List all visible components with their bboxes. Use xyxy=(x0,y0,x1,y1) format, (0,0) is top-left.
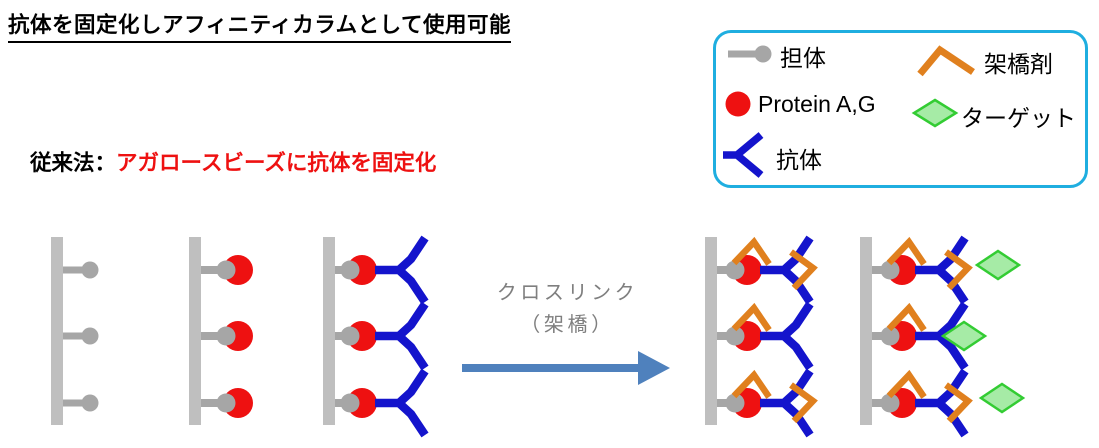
page-title: 抗体を固定化しアフィニティカラムとして使用可能 xyxy=(8,8,511,43)
stage-crosslinked xyxy=(705,235,818,438)
target-diamond xyxy=(974,249,1022,281)
legend: 担体 Protein A,G 抗体 架橋剤 ターゲット xyxy=(713,30,1088,188)
stage-target-binding xyxy=(860,235,1026,438)
legend-item-crosslinker: 架橋剤 xyxy=(984,51,1053,77)
method-subtitle-emphasis: アガロースビーズに抗体を固定化 xyxy=(116,151,437,175)
legend-item-target: ターゲット xyxy=(961,105,1076,131)
crosslink-arrow-label-line1: クロスリンク xyxy=(496,282,639,304)
bead-unit xyxy=(201,388,253,418)
antibody-icon xyxy=(723,132,764,178)
bead-unit xyxy=(335,235,429,305)
method-subtitle-label: 従来法： xyxy=(30,151,117,175)
bead-unit xyxy=(201,255,253,285)
stage-antibody-bound xyxy=(323,235,429,438)
target-diamond xyxy=(940,320,988,352)
bead-unit xyxy=(335,301,429,371)
bead-unit xyxy=(717,235,818,305)
bead-unit xyxy=(717,368,818,438)
bead-unit xyxy=(717,301,814,371)
bead-unit xyxy=(63,261,99,279)
support-bar xyxy=(323,237,335,425)
support-bar xyxy=(51,237,63,425)
bead-unit xyxy=(335,368,429,438)
legend-item-carrier: 担体 xyxy=(780,45,826,71)
support-bar xyxy=(189,237,201,425)
crosslinker-icon xyxy=(917,45,975,77)
bead-unit xyxy=(63,394,99,412)
bead-unit xyxy=(872,368,973,438)
bead-unit xyxy=(872,301,969,371)
method-subtitle: 従来法：アガロースビーズに抗体を固定化 xyxy=(30,146,436,177)
bead-unit xyxy=(201,321,253,351)
target-icon xyxy=(911,98,959,128)
crosslink-arrow-label-line2: （架橋） xyxy=(520,314,615,336)
support-bar xyxy=(860,237,872,425)
carrier-icon xyxy=(728,45,772,63)
support-bar xyxy=(705,237,717,425)
legend-item-antibody: 抗体 xyxy=(776,147,822,173)
bead-unit xyxy=(63,327,99,345)
stage-protein-bound xyxy=(189,237,253,425)
crosslink-arrow xyxy=(462,351,670,385)
bead-unit xyxy=(872,235,973,305)
target-diamond xyxy=(978,382,1026,414)
protein-ag-icon xyxy=(725,91,751,117)
crosslink-arrow-label: クロスリンク （架橋） xyxy=(455,277,680,341)
stage-carrier-beads xyxy=(51,237,99,425)
legend-item-protein-ag: Protein A,G xyxy=(758,91,876,117)
